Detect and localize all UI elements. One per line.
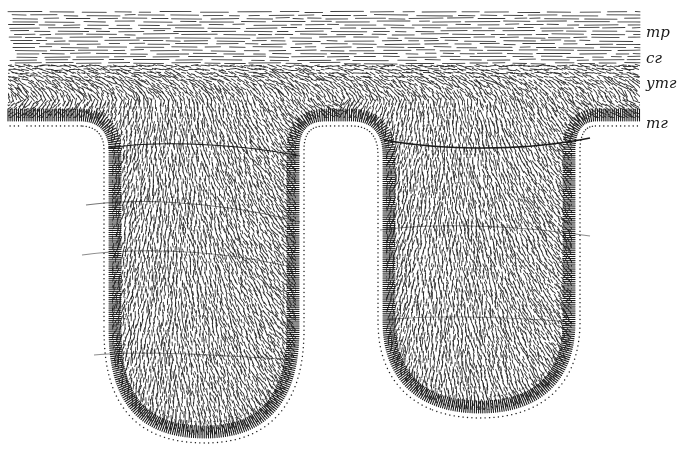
label-tr: тр xyxy=(646,25,670,40)
label-tg: тг xyxy=(646,116,668,131)
label-sg: сг xyxy=(646,51,662,66)
label-utg: утг xyxy=(646,76,677,91)
layer-tr-horizontal-strokes xyxy=(8,11,640,64)
